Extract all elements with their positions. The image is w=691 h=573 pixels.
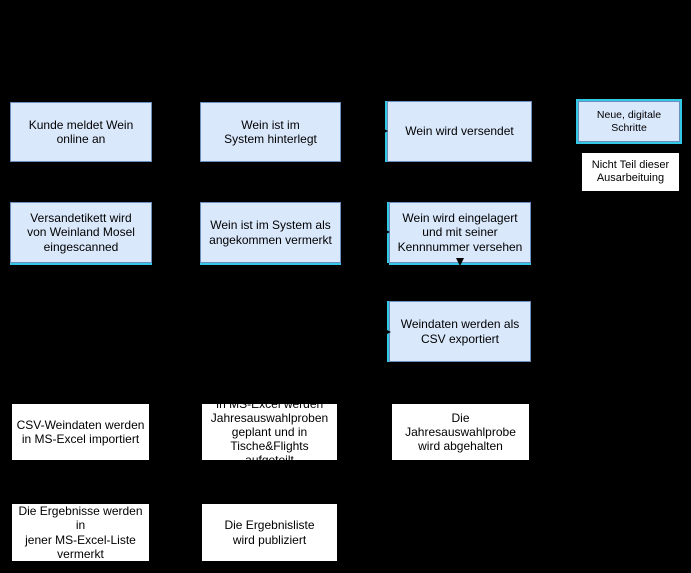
legend-digital-steps: Neue, digitale Schritte: [576, 99, 682, 144]
arrowhead-icon: [382, 228, 390, 236]
step-wein-wird-versendet: Wein wird versendet: [387, 101, 532, 162]
step-wein-im-system-hinterlegt: Wein ist im System hinterlegt: [200, 102, 341, 162]
step-versandetikett-eingescanned: Versandetikett wird von Weinland Mosel e…: [10, 202, 152, 263]
step-wein-wird-eingelagert: Wein wird eingelagert und mit seiner Ken…: [389, 202, 531, 263]
step-ergebnisliste-publiziert: Die Ergebnisliste wird publiziert: [201, 503, 338, 562]
legend-manual-steps: Nicht Teil dieser Ausarbeituing: [581, 152, 680, 192]
arrowhead-icon: [456, 258, 464, 266]
step-excel-jahresauswahlproben-planung: In MS-Excel werden Jahresauswahlproben g…: [201, 397, 338, 467]
step-csv-import-excel: CSV-Weindaten werden in MS-Excel importi…: [11, 403, 150, 461]
step-weindaten-csv-export: Weindaten werden als CSV exportiert: [389, 301, 531, 362]
arrowhead-icon: [383, 328, 391, 336]
step-ergebnisse-vermerkt: Die Ergebnisse werden in jener MS-Excel-…: [11, 503, 150, 562]
step-kunde-meldet-wein: Kunde meldet Wein online an: [10, 102, 152, 162]
arrowhead-icon: [380, 127, 388, 135]
step-wein-als-angekommen-vermerkt: Wein ist im System als angekommen vermer…: [200, 202, 341, 263]
step-jahresauswahlprobe-abgehalten: Die Jahresauswahlprobe wird abgehalten: [391, 403, 530, 461]
